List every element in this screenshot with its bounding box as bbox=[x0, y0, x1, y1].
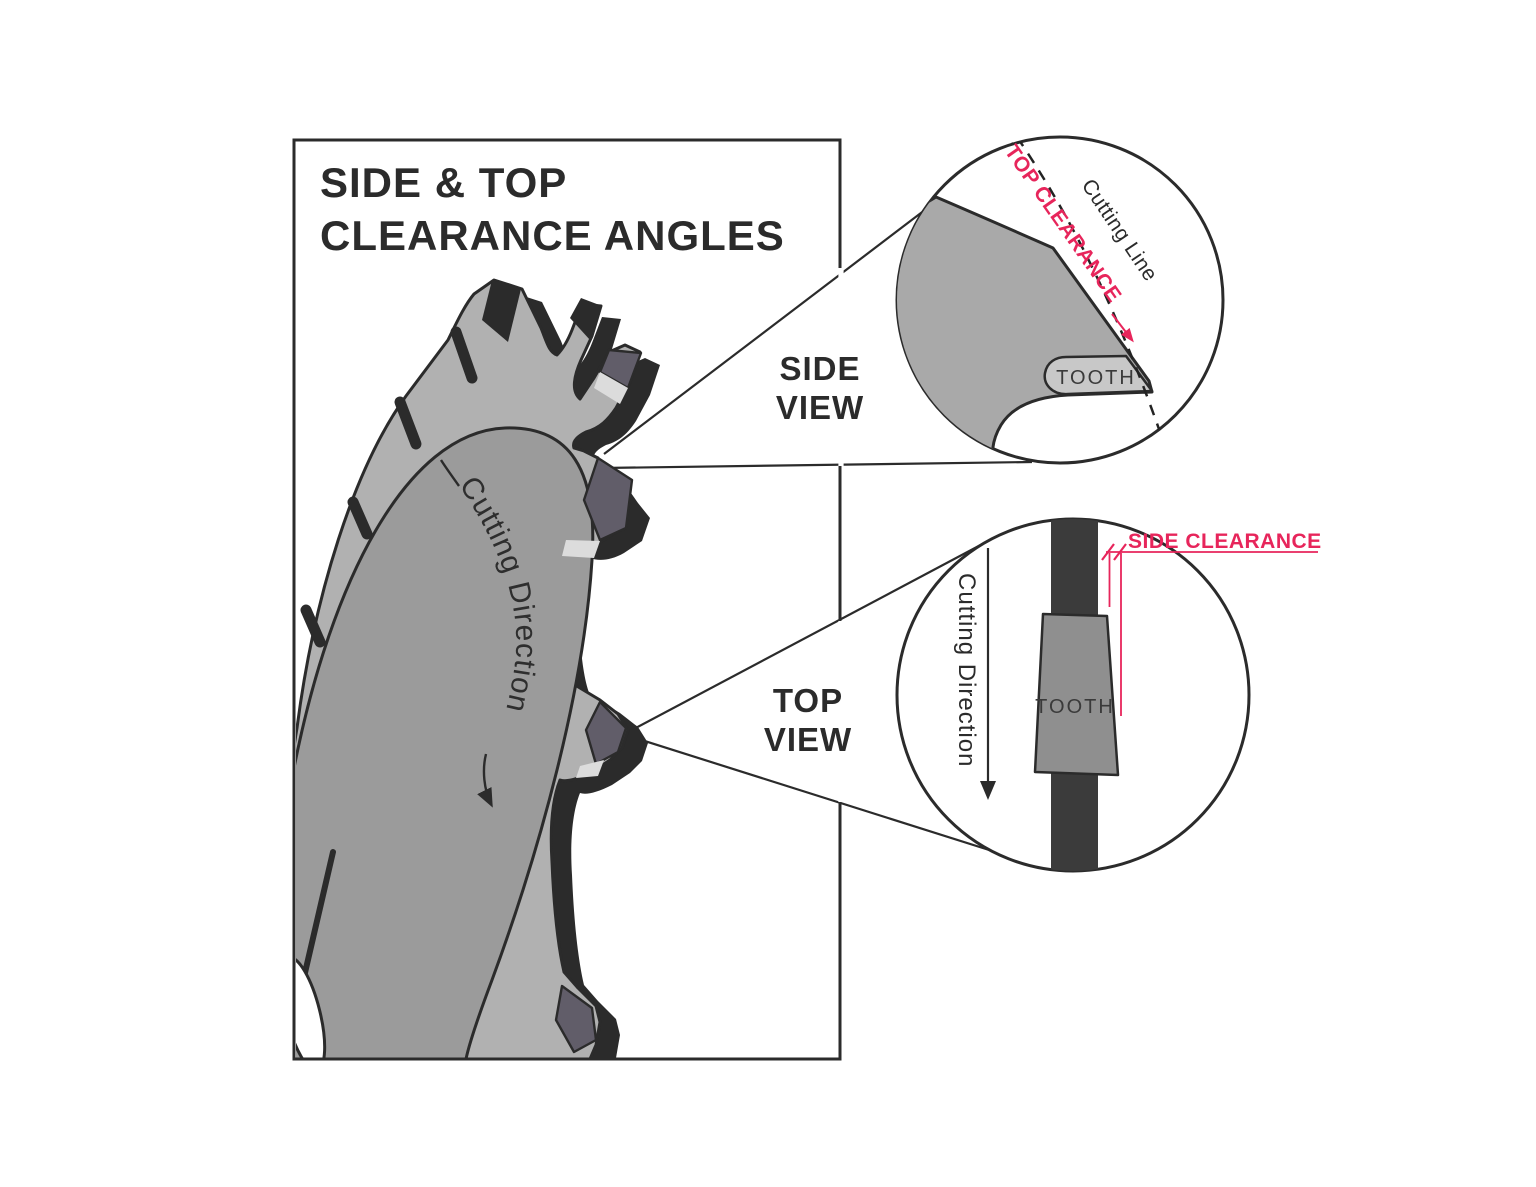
top-view-tooth bbox=[1033, 612, 1120, 777]
expansion-slot-long bbox=[298, 849, 336, 993]
top-view-label-line2: VIEW bbox=[764, 721, 852, 758]
top-clearance-arrow bbox=[1111, 313, 1134, 343]
side-view-label-line2: VIEW bbox=[776, 389, 864, 426]
page-title-line2: CLEARANCE ANGLES bbox=[320, 212, 785, 259]
page-title-line1: SIDE & TOP bbox=[320, 159, 567, 206]
main-frame-border bbox=[292, 138, 842, 1061]
blade-direction-lead-in bbox=[439, 459, 460, 487]
top-view-content bbox=[1033, 519, 1120, 871]
frame-gap-side bbox=[838, 268, 844, 466]
side-view-tooth-label: TOOTH bbox=[1056, 367, 1136, 389]
side-clearance-label: SIDE CLEARANCE bbox=[1128, 530, 1322, 553]
arbor-hole bbox=[296, 956, 327, 1058]
saw-blade: Cutting Direction bbox=[296, 278, 660, 1058]
carbide-tips bbox=[482, 280, 643, 1054]
blade-cutting-direction-arrow bbox=[477, 753, 493, 808]
expansion-slots bbox=[300, 326, 478, 648]
top-view-label-line1: TOP bbox=[773, 682, 843, 719]
side-view-tooth-chip bbox=[1043, 354, 1154, 396]
top-view-tooth-label: TOOTH bbox=[1035, 696, 1115, 718]
side-clearance-dimension bbox=[1101, 543, 1318, 716]
side-view-label-line1: SIDE bbox=[779, 350, 860, 387]
frame-gap-top bbox=[838, 621, 844, 802]
top-view-cutting-direction-label: Cutting Direction bbox=[953, 573, 980, 767]
